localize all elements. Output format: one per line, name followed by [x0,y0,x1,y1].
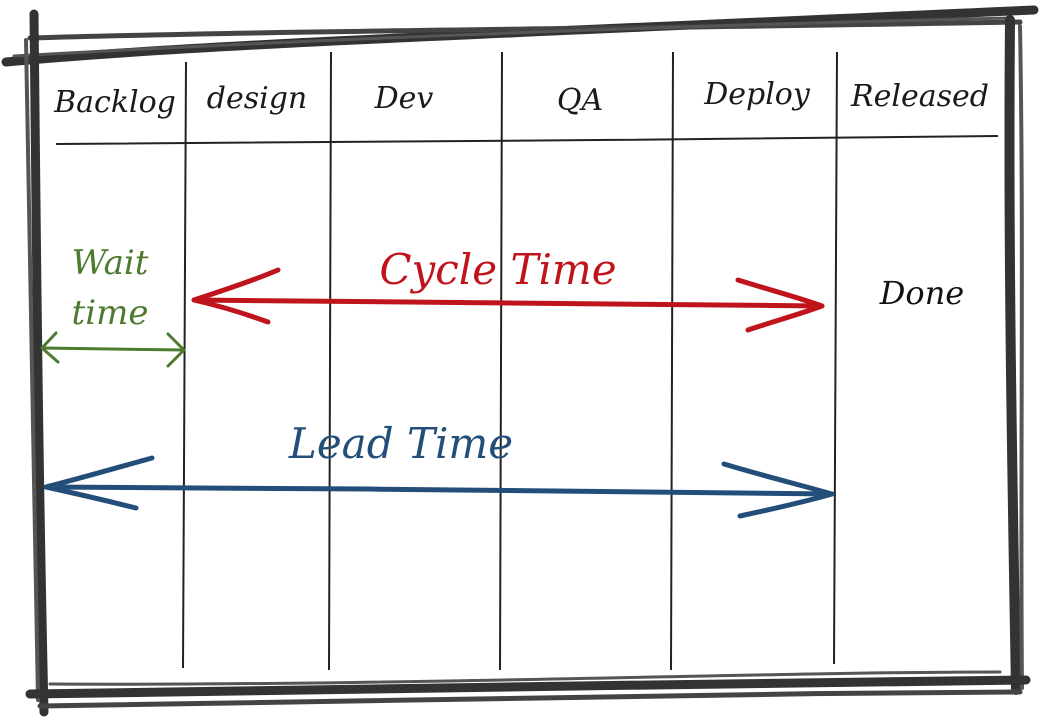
column-header-qa: QA [557,83,603,118]
cycle-time-arrow [191,267,825,333]
frame-bottom-edge-2 [37,689,1023,709]
column-dividers [182,51,838,671]
column-headers: Backlog design Dev QA Deploy Released [53,77,989,120]
wait-time-arrow [40,331,186,368]
lead-time-arrow [43,455,835,519]
column-divider-3 [499,51,503,671]
column-header-design: design [207,81,307,116]
wait-time-annotation: Wait time [40,243,186,368]
lead-time-annotation: Lead Time [43,419,835,519]
frame-bottom-edge [25,675,1031,699]
frame-top-edge-2 [27,19,1023,41]
header-divider [55,135,999,145]
column-header-dev: Dev [374,81,434,116]
column-divider-2 [328,51,332,671]
column-header-deploy: Deploy [703,77,811,112]
frame-left-edge-2 [24,38,40,702]
lead-time-label: Lead Time [288,419,513,468]
frame-right-edge-2 [1018,24,1024,690]
frame-top-edge-3 [12,16,1012,58]
done-label: Done [879,274,964,312]
frame-right-edge [1004,15,1021,695]
column-header-released: Released [850,79,989,114]
board-frame [1,5,1039,717]
wait-time-label-line1: Wait [72,243,149,283]
column-header-backlog: Backlog [53,85,176,120]
cycle-time-label: Cycle Time [379,245,616,294]
wait-time-label-line2: time [72,293,149,333]
frame-bottom-edge-3 [48,670,1002,686]
column-divider-4 [670,51,674,671]
frame-left-edge [29,9,49,717]
cycle-time-annotation: Cycle Time [191,245,825,333]
column-divider-1 [182,61,187,669]
column-divider-5 [833,51,838,665]
